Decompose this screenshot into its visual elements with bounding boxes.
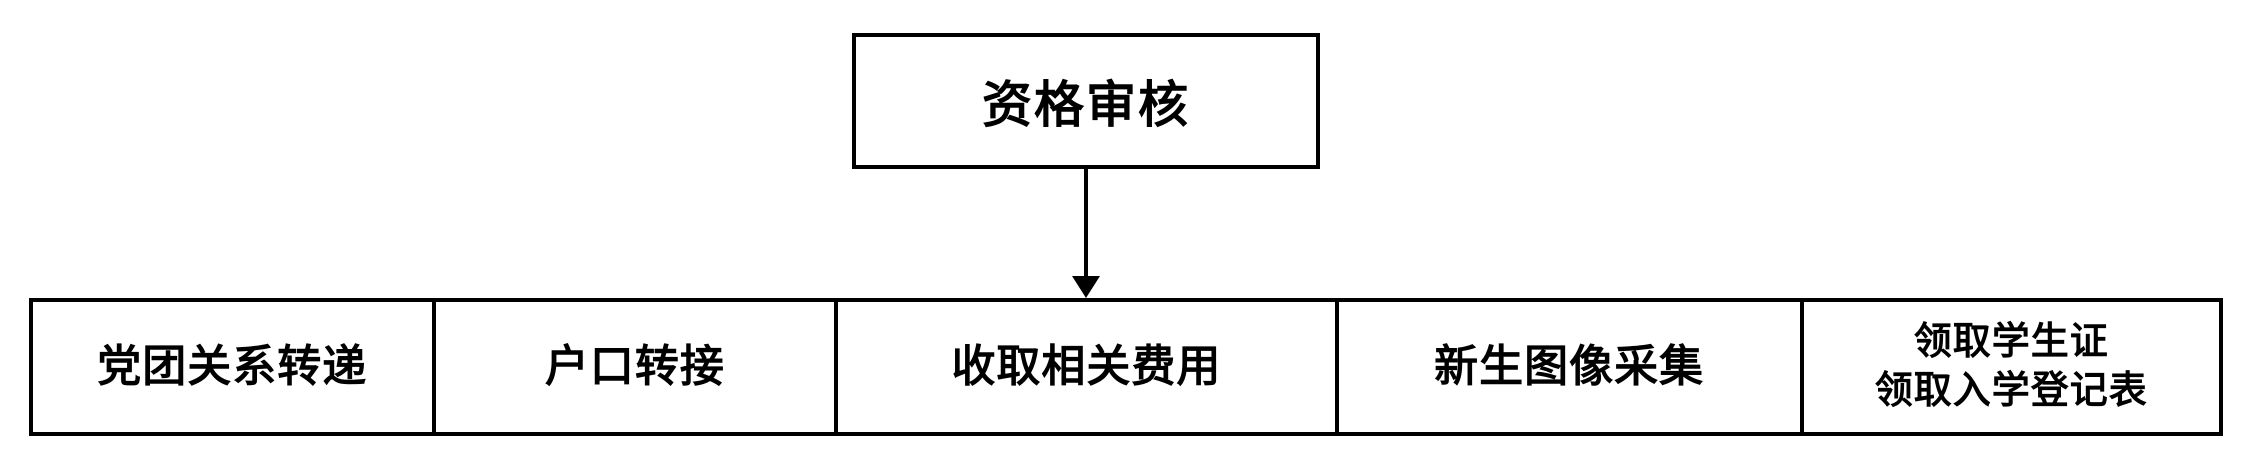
flow-cell-student-photo-capture: 新生图像采集 [1339,302,1804,432]
flow-cell-label-line1: 领取学生证 [1913,320,2109,363]
flow-cell-label: 党团关系转递 [97,341,368,391]
flow-node-qualification-review: 资格审核 [852,33,1320,169]
flow-cell-collect-student-id-and-registration-form: 领取学生证 领取入学登记表 [1804,302,2219,432]
flow-cell-label: 户口转接 [544,341,725,391]
flow-node-label: 资格审核 [982,77,1190,133]
flow-cell-label: 新生图像采集 [1434,341,1705,391]
process-row: 党团关系转递 户口转接 收取相关费用 新生图像采集 领取学生证 领取入学登记表 [29,298,2223,436]
flow-cell-fee-collection: 收取相关费用 [838,302,1339,432]
connector-line [1084,169,1088,276]
flow-cell-party-league-transfer: 党团关系转递 [33,302,436,432]
flow-cell-label-line2: 领取入学登记表 [1874,370,2148,412]
flow-cell-label: 收取相关费用 [951,341,1222,391]
flow-cell-household-registration-transfer: 户口转接 [436,302,839,432]
arrow-down-icon [1072,276,1100,298]
